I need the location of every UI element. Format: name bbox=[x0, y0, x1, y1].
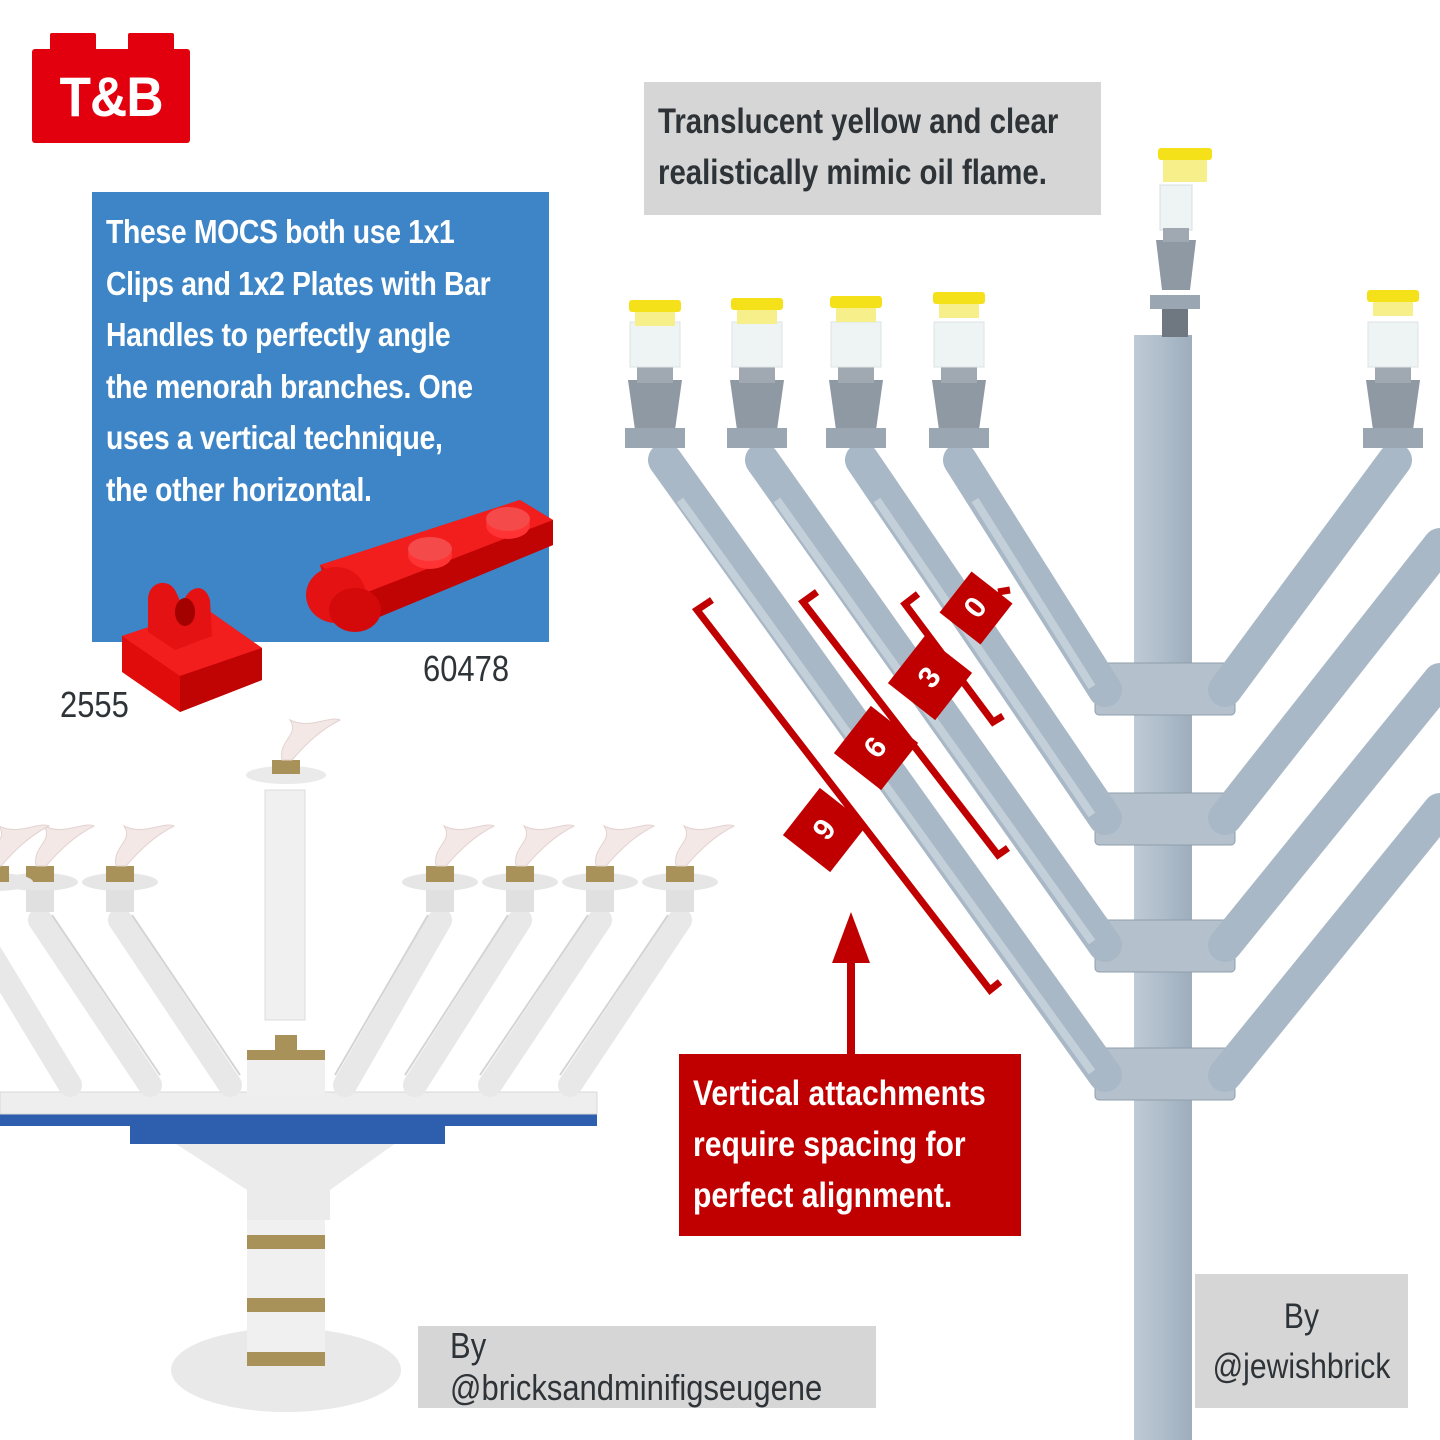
credit-left-box: By @bricksandminifigseugene bbox=[418, 1325, 876, 1408]
note-line: uses a vertical technique, bbox=[106, 419, 443, 456]
credit-left-text: By @bricksandminifigseugene bbox=[450, 1325, 823, 1408]
white-candles bbox=[0, 824, 736, 912]
note-line: These MOCS both use 1x1 bbox=[106, 213, 455, 250]
logo-stud bbox=[50, 33, 96, 51]
note-line: Clips and 1x2 Plates with Bar bbox=[106, 264, 491, 302]
alignment-note-line: Vertical attachments bbox=[693, 1074, 986, 1113]
flame-note-line: Translucent yellow and clear bbox=[658, 102, 1059, 141]
alignment-note-text: Vertical attachments require spacing for… bbox=[693, 1068, 986, 1221]
alignment-note-line: perfect alignment. bbox=[693, 1176, 953, 1215]
central-column bbox=[1134, 335, 1192, 1440]
spacing-marker-label: 0 bbox=[957, 590, 994, 625]
flame-note-line: realistically mimic oil flame. bbox=[658, 153, 1047, 192]
credit-right-box: By @jewishbrick bbox=[1195, 1274, 1408, 1408]
grey-menorah bbox=[625, 148, 1440, 1440]
alignment-note-box bbox=[679, 1054, 1021, 1236]
white-menorah bbox=[0, 718, 736, 1412]
grey-candles bbox=[625, 290, 1423, 448]
up-arrow-icon bbox=[832, 912, 870, 1055]
credit-right-handle: @jewishbrick bbox=[1212, 1347, 1391, 1386]
credit-right-text: By @jewishbrick bbox=[1210, 1292, 1393, 1392]
credit-right-line: By bbox=[1283, 1297, 1320, 1336]
spacing-marker-label: 9 bbox=[806, 812, 843, 847]
alignment-note-line: require spacing for bbox=[693, 1125, 966, 1164]
flame-note-text: Translucent yellow and clear realistical… bbox=[658, 96, 1058, 198]
spacing-marker-label: 6 bbox=[857, 730, 894, 765]
technique-note-text: These MOCS both use 1x1 Clips and 1x2 Pl… bbox=[106, 206, 491, 515]
logo-brick: T&B bbox=[32, 49, 190, 143]
note-line: the menorah branches. One bbox=[106, 367, 473, 405]
tb-logo: T&B bbox=[32, 33, 190, 143]
part-number-2555: 2555 bbox=[60, 684, 129, 725]
logo-stud bbox=[128, 33, 174, 51]
part-number-60478: 60478 bbox=[423, 648, 510, 689]
logo-text: T&B bbox=[59, 64, 163, 128]
note-line: Handles to perfectly angle bbox=[106, 316, 451, 353]
note-line: the other horizontal. bbox=[106, 470, 372, 508]
spacing-marker-label: 3 bbox=[911, 660, 948, 695]
flame-note-box bbox=[644, 82, 1101, 215]
